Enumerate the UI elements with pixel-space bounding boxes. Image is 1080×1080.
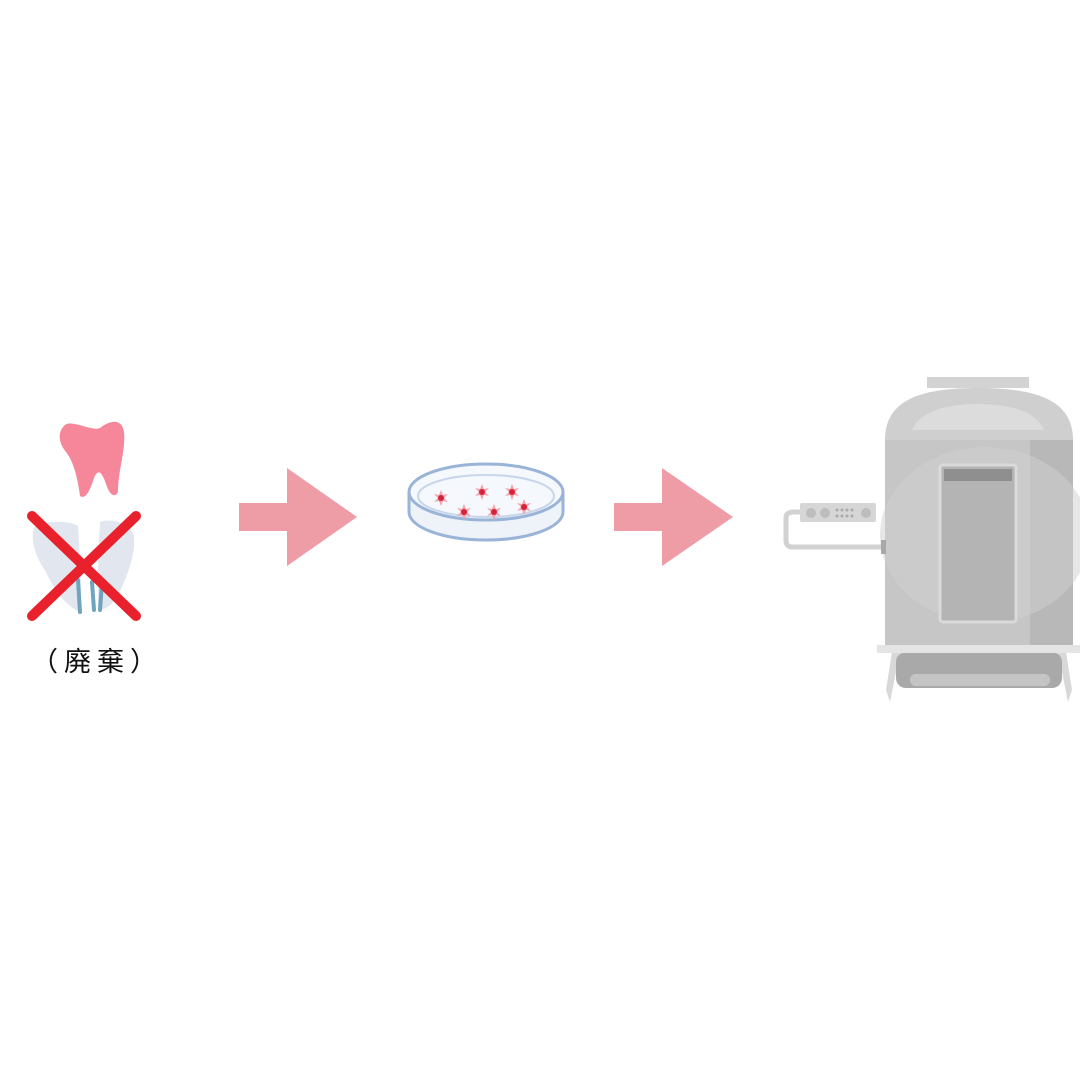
arrow-right-icon [614, 468, 733, 566]
cell-markers [434, 484, 531, 520]
control-panel-icon [800, 503, 876, 522]
storage-tank-icon [783, 377, 1080, 702]
pink-tooth-icon [59, 421, 125, 497]
cross-mark-icon [27, 511, 141, 621]
petri-dish-icon [407, 462, 565, 542]
discard-caption: （廃棄） [31, 647, 163, 678]
arrow-right-icon [239, 468, 357, 566]
